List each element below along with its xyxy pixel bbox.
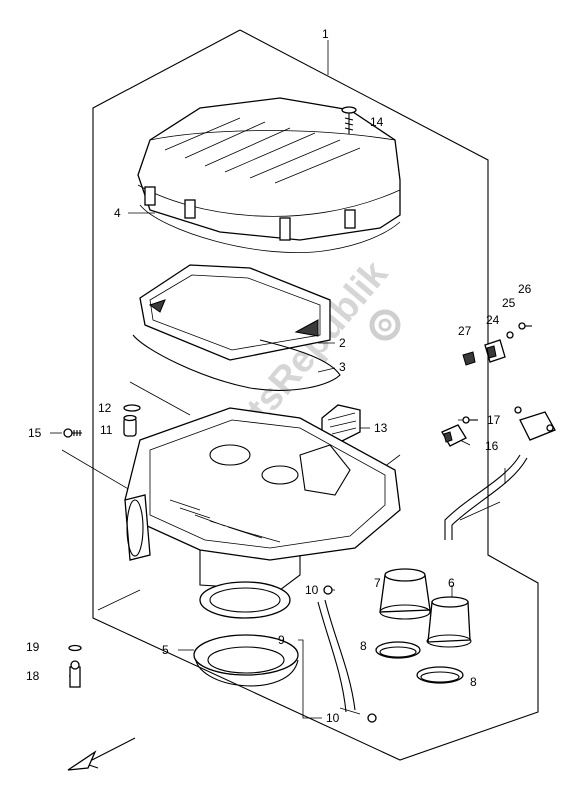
clip-12 (123, 404, 141, 412)
callout-8b: 8 (470, 675, 477, 689)
intake-funnel-7 (379, 568, 431, 620)
valve-assembly (514, 406, 556, 441)
screw-14 (341, 106, 357, 134)
breather-hose (444, 454, 528, 540)
callout-6: 6 (448, 576, 455, 590)
screw-17 (462, 416, 478, 424)
clamp-8b (416, 666, 464, 684)
leader-lines (50, 40, 506, 719)
callout-4: 4 (114, 206, 121, 220)
callout-13: 13 (374, 421, 388, 435)
drain-hose-9 (317, 599, 356, 713)
callout-9: 9 (278, 633, 285, 647)
gear-icon (369, 309, 401, 341)
foam-13 (321, 404, 361, 443)
bolt-18 (69, 660, 81, 688)
screw-15 (63, 428, 82, 438)
callout-12: 12 (98, 401, 112, 415)
cap-11 (123, 414, 137, 437)
washer-25 (506, 331, 514, 339)
callout-17: 17 (487, 413, 501, 427)
clamp-8a (375, 641, 421, 659)
sensor-24 (484, 339, 506, 363)
assembly-outline (92, 29, 539, 761)
callout-15: 15 (28, 426, 42, 440)
clip-10b (367, 713, 377, 723)
callout-8a: 8 (360, 639, 367, 653)
callout-7: 7 (374, 576, 381, 590)
callout-26: 26 (518, 282, 532, 296)
callout-14: 14 (370, 115, 384, 129)
clip-10a (323, 585, 333, 595)
callout-3: 3 (339, 360, 346, 374)
callout-25: 25 (502, 296, 516, 310)
air-filter-element (139, 264, 331, 361)
callout-19: 19 (26, 640, 40, 654)
callout-11: 11 (100, 423, 113, 437)
callout-1: 1 (322, 27, 329, 41)
washer-19 (68, 644, 82, 652)
callout-5: 5 (162, 643, 169, 657)
callout-24: 24 (486, 313, 500, 327)
intake-funnel-6 (426, 596, 472, 648)
callout-16: 16 (485, 439, 499, 453)
air-cleaner-cover (137, 97, 401, 253)
callout-2: 2 (339, 336, 346, 350)
callout-10a: 10 (305, 583, 319, 597)
element-seal (132, 334, 341, 391)
intake-seal-5 (193, 581, 299, 687)
callout-18: 18 (26, 669, 40, 683)
callout-27: 27 (458, 324, 472, 338)
front-arrow-icon (67, 737, 136, 771)
drain-hose-9-end (339, 707, 361, 715)
bolt-26 (518, 322, 532, 330)
callout-10b: 10 (326, 711, 340, 725)
sensor-16 (441, 424, 467, 447)
grommet-27 (462, 351, 476, 366)
air-cleaner-case (124, 407, 401, 591)
